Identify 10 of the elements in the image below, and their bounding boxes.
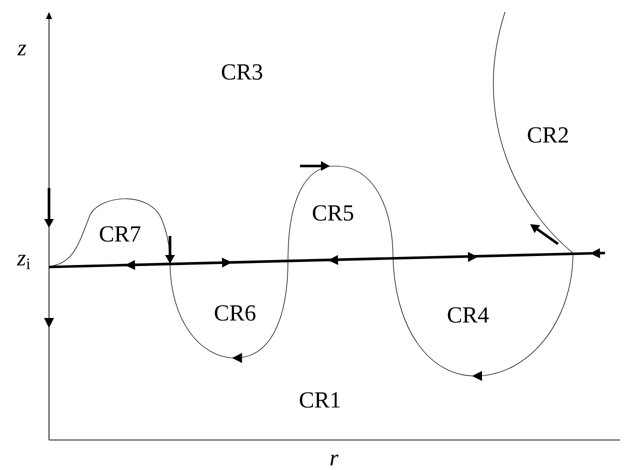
axis-label: z [17, 44, 26, 56]
region-label: CR3 [222, 64, 262, 80]
region-label: CR7 [100, 226, 140, 242]
region-label: CR1 [300, 392, 340, 408]
axis-label: r [330, 454, 338, 466]
region-label: CR5 [312, 205, 354, 221]
region-label: CR2 [528, 127, 568, 143]
region-label: CR4 [448, 307, 489, 323]
axis-label: z$_{i}$ [16, 254, 30, 270]
region-label: CR6 [214, 305, 256, 321]
